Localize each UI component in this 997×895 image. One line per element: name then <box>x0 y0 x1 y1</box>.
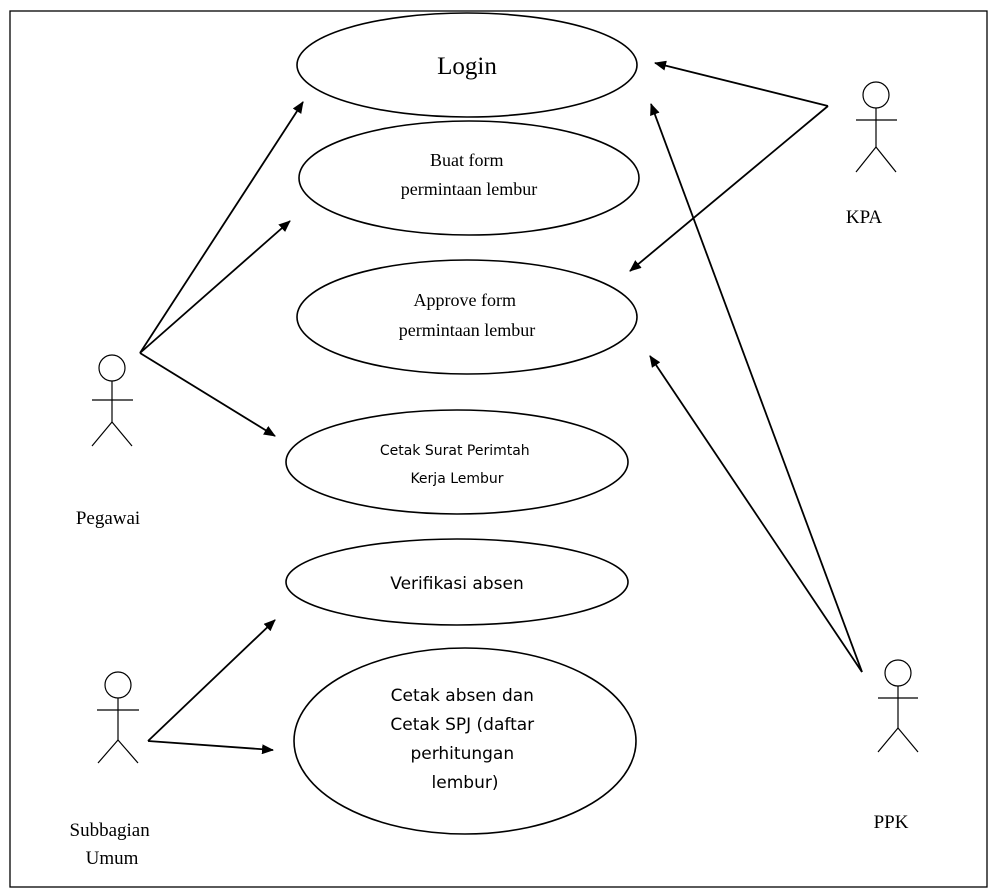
use-case-verifikasi-absen: Verifikasi absen <box>285 538 629 626</box>
svg-text:Cetak Surat Perimtah Ker: Cetak Surat Perimtah Kerja Lembur <box>380 443 534 487</box>
stick-figure-icon <box>877 659 919 753</box>
use-case-label: perhitungan <box>410 744 514 764</box>
use-case-label: permintaan lembur <box>401 179 537 199</box>
svg-text:Cetak absen dan Cetak SP: Cetak absen dan Cetak SPJ (daftar perhit… <box>390 686 539 793</box>
svg-text:Buat form permintaan lem: Buat form permintaan lembur <box>401 150 537 199</box>
svg-text:PPK: PPK <box>874 812 909 833</box>
use-case-label: Cetak absen dan <box>391 686 534 706</box>
association-arrow-kpa-login <box>654 60 829 107</box>
use-case-label: permintaan lembur <box>399 320 535 340</box>
svg-text:KPA: KPA <box>846 207 883 228</box>
actor-kpa: KPA <box>846 81 897 228</box>
actor-pegawai: Pegawai <box>76 354 140 529</box>
actor-label: Umum <box>86 848 139 869</box>
actor-label: KPA <box>846 207 883 228</box>
svg-text:Approve form permintaan: Approve form permintaan lembur <box>399 290 535 340</box>
use-case-cetak-absen-spj: Cetak absen dan Cetak SPJ (daftar perhit… <box>293 647 637 835</box>
association-arrow-subbagian-verifikasi <box>147 619 276 742</box>
svg-text:Login: Login <box>437 53 497 80</box>
association-arrow-ppk-login <box>650 103 863 673</box>
use-case-label: Buat form <box>430 150 504 170</box>
association-arrow-pegawai-login <box>139 101 304 354</box>
svg-text:Subbagian Umum: Subbagian Umum <box>70 820 155 869</box>
actor-label: Subbagian <box>70 820 151 841</box>
actor-label: Pegawai <box>76 508 140 529</box>
use-case-cetak-surat: Cetak Surat Perimtah Kerja Lembur <box>285 409 629 515</box>
association-arrow-subbagian-cetak-absen <box>147 740 274 755</box>
diagram-frame <box>9 10 988 888</box>
actor-ppk: PPK <box>874 659 919 833</box>
association-arrow-pegawai-buat <box>139 220 291 354</box>
use-case-label: Cetak SPJ (daftar <box>390 715 534 735</box>
use-case-approve-form: Approve form permintaan lembur <box>296 259 638 375</box>
association-arrow-pegawai-cetak-surat <box>139 352 276 437</box>
use-case-label: Approve form <box>414 290 516 310</box>
use-case-login: Login <box>296 12 638 118</box>
associations <box>139 60 863 755</box>
association-arrow-ppk-approve <box>649 355 863 673</box>
use-case-label: lembur) <box>432 773 499 793</box>
svg-text:Pegawai: Pegawai <box>76 508 140 529</box>
use-case-label: Verifikasi absen <box>390 574 523 594</box>
stick-figure-icon <box>97 671 139 764</box>
use-case-label: Cetak Surat Perimtah <box>380 443 530 459</box>
svg-text:Verifikasi absen: Verifikasi absen <box>390 574 523 594</box>
actor-subbagian-umum: Subbagian Umum <box>70 671 155 869</box>
use-case-label: Login <box>437 53 497 80</box>
stick-figure-icon <box>855 81 897 173</box>
association-arrow-kpa-approve <box>629 105 829 272</box>
use-case-buat-form: Buat form permintaan lembur <box>298 120 640 236</box>
stick-figure-icon <box>91 354 133 447</box>
actor-label: PPK <box>874 812 909 833</box>
use-case-label: Kerja Lembur <box>410 471 503 487</box>
